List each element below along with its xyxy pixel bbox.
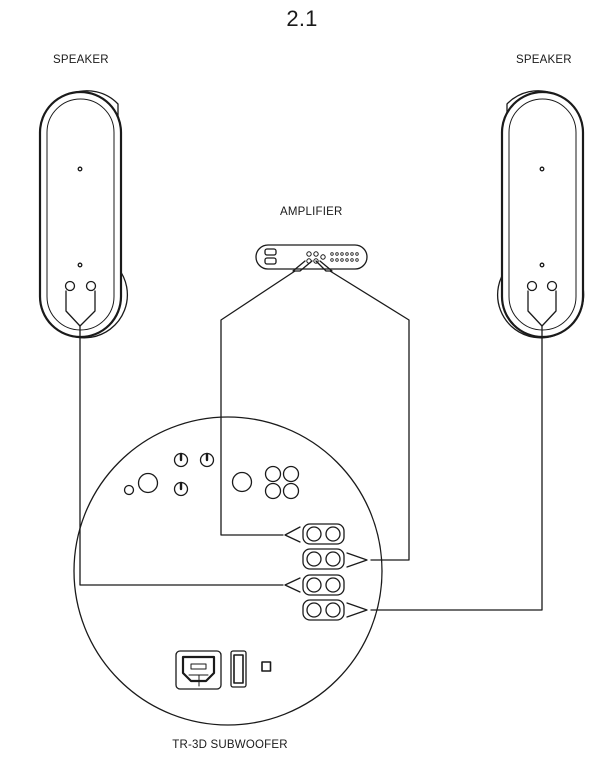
amplifier-display-top <box>264 248 277 256</box>
subwoofer-input-jack <box>137 472 159 494</box>
figure-number: 2.1 <box>286 6 318 31</box>
wire-amplifier-to-sub-input-b <box>329 270 410 561</box>
right-speaker-body <box>500 90 585 339</box>
left-speaker-terminal-1 <box>64 280 76 292</box>
left-speaker-terminal-2 <box>85 280 97 292</box>
subwoofer-body <box>73 416 383 726</box>
subwoofer-power-switch <box>230 650 247 688</box>
amplifier-right-lead <box>315 260 333 272</box>
subwoofer-terminal-row-2 <box>302 548 345 570</box>
subwoofer-label: TR-3D SUBWOOFER <box>172 739 288 751</box>
subwoofer-aux-jack <box>231 471 253 493</box>
subwoofer-indicator-light <box>261 661 272 672</box>
left-speaker-lower-dot <box>77 262 83 268</box>
amplifier-label: AMPLIFIER <box>280 206 343 218</box>
subwoofer-power-inlet <box>175 650 222 690</box>
right-speaker-label: SPEAKER <box>516 54 572 66</box>
left-speaker-upper-dot <box>77 166 83 172</box>
plug-row-2 <box>346 552 368 568</box>
right-speaker-lower-dot <box>539 262 545 268</box>
plug-row-1 <box>284 526 301 543</box>
subwoofer-terminal-row-1 <box>302 523 345 545</box>
left-speaker-label: SPEAKER <box>53 54 109 66</box>
amplifier-display-bottom <box>264 257 277 265</box>
wire-left-speaker-to-sub <box>79 325 284 586</box>
subwoofer-control-knobs <box>173 452 215 497</box>
subwoofer-jack-cluster <box>264 465 300 500</box>
right-speaker-terminal-1 <box>526 280 538 292</box>
left-speaker <box>38 90 128 339</box>
amplifier-indicator-dots <box>330 252 359 262</box>
wire-right-speaker-to-sub <box>370 325 543 611</box>
subwoofer-terminal-row-4 <box>302 599 345 621</box>
plug-row-4 <box>346 602 368 618</box>
right-speaker <box>497 90 585 339</box>
amplifier <box>255 244 368 272</box>
subwoofer <box>73 416 383 726</box>
amplifier-body <box>255 244 368 270</box>
wiring <box>79 270 543 618</box>
wire-amplifier-to-sub-input-a <box>220 270 296 536</box>
right-speaker-upper-dot <box>539 166 545 172</box>
plug-row-3 <box>284 577 301 593</box>
subwoofer-small-jack <box>123 484 135 496</box>
amplifier-left-lead <box>292 260 313 272</box>
left-speaker-body <box>38 90 123 339</box>
subwoofer-terminal-row-3 <box>302 574 345 596</box>
right-speaker-terminal-2 <box>546 280 558 292</box>
